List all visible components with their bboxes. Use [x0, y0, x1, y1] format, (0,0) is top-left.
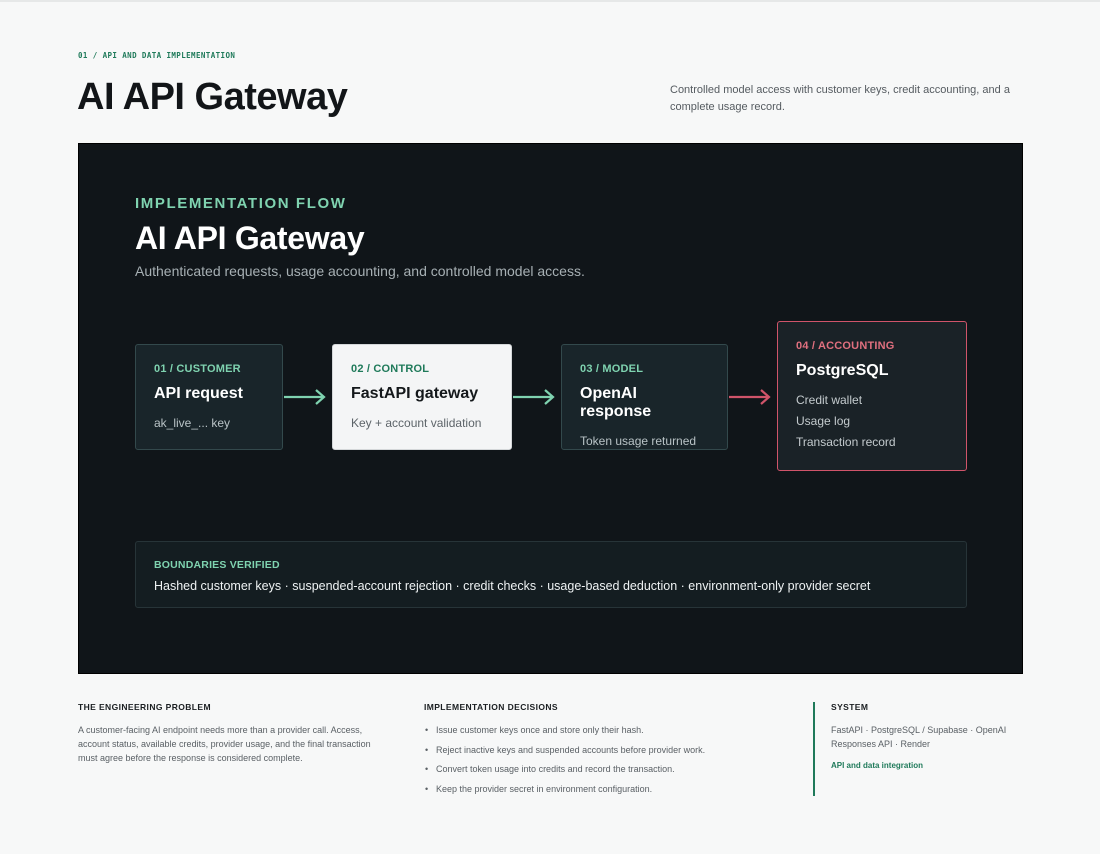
decisions-list: Issue customer keys once and store only …	[424, 723, 774, 796]
node-control: 02 / CONTROL FastAPI gateway Key + accou…	[332, 344, 512, 450]
problem-column: THE ENGINEERING PROBLEM A customer-facin…	[78, 702, 373, 765]
system-divider	[813, 702, 815, 796]
node-step-label: 03 / MODEL	[580, 363, 644, 375]
node-detail: Transaction record	[796, 435, 896, 449]
system-body: FastAPI · PostgreSQL / Supabase · OpenAI…	[831, 725, 1007, 749]
list-item: Convert token usage into credits and rec…	[424, 762, 774, 776]
node-model: 03 / MODEL OpenAI response Token usage r…	[561, 344, 728, 450]
node-step-label: 04 / ACCOUNTING	[796, 340, 895, 352]
flow-subtitle: Authenticated requests, usage accounting…	[135, 263, 585, 279]
flow-eyebrow: IMPLEMENTATION FLOW	[135, 195, 347, 212]
list-item: Issue customer keys once and store only …	[424, 723, 774, 737]
arrow-right-icon	[513, 389, 555, 405]
page-subtitle: Controlled model access with customer ke…	[670, 84, 1010, 113]
system-column: SYSTEM FastAPI · PostgreSQL / Supabase ·…	[831, 702, 1026, 773]
node-title: PostgreSQL	[796, 362, 889, 379]
top-divider	[0, 0, 1100, 2]
node-step-label: 01 / CUSTOMER	[154, 363, 241, 375]
node-detail: ak_live_... key	[154, 416, 231, 430]
node-detail: Key + account validation	[351, 416, 482, 430]
node-accounting: 04 / ACCOUNTING PostgreSQL Credit wallet…	[777, 321, 967, 471]
arrow-right-icon	[284, 389, 326, 405]
system-link[interactable]: API and data integration	[831, 761, 924, 770]
problem-body: A customer-facing AI endpoint needs more…	[78, 725, 371, 763]
node-title: FastAPI gateway	[351, 385, 479, 402]
list-item: Reject inactive keys and suspended accou…	[424, 743, 774, 757]
node-title: API request	[154, 385, 243, 402]
boundaries-label: BOUNDARIES VERIFIED	[154, 559, 280, 571]
decisions-heading: IMPLEMENTATION DECISIONS	[424, 702, 558, 712]
arrow-right-icon	[729, 389, 771, 405]
node-detail: Usage log	[796, 414, 851, 428]
node-detail: Credit wallet	[796, 393, 863, 407]
boundaries-panel: BOUNDARIES VERIFIED Hashed customer keys…	[135, 541, 967, 608]
system-heading: SYSTEM	[831, 702, 869, 712]
node-detail: Token usage returned	[580, 434, 697, 448]
flow-diagram-panel: IMPLEMENTATION FLOW AI API Gateway Authe…	[78, 143, 1023, 674]
problem-heading: THE ENGINEERING PROBLEM	[78, 702, 211, 712]
page-title: AI API Gateway	[77, 76, 348, 118]
flow-title: AI API Gateway	[135, 220, 365, 256]
boundaries-text: Hashed customer keys · suspended-account…	[154, 579, 871, 593]
node-title: OpenAI response	[580, 385, 652, 420]
section-eyebrow: 01 / API AND DATA IMPLEMENTATION	[78, 51, 236, 60]
list-item: Keep the provider secret in environment …	[424, 782, 774, 796]
decisions-column: IMPLEMENTATION DECISIONS Issue customer …	[424, 702, 774, 802]
node-step-label: 02 / CONTROL	[351, 363, 430, 375]
node-customer: 01 / CUSTOMER API request ak_live_... ke…	[135, 344, 283, 450]
